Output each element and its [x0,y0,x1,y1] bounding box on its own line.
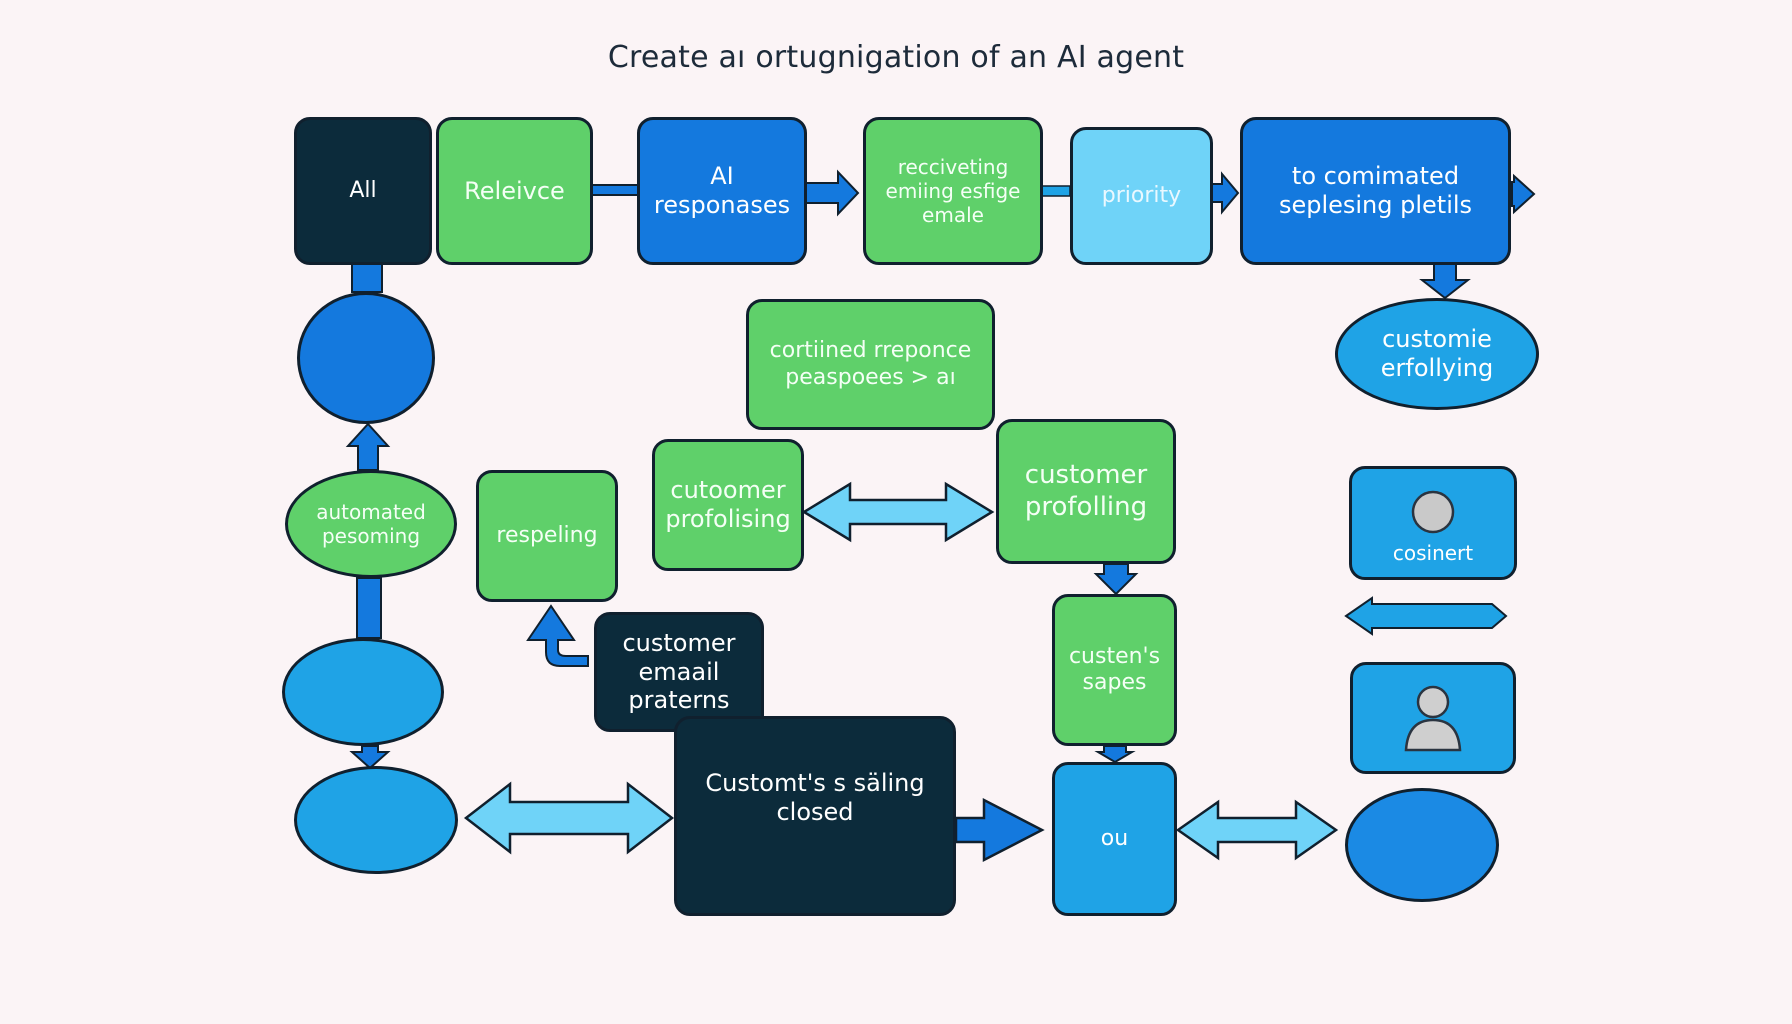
diagram-title: Create aı ortugnigation of an AI agent [607,40,1185,75]
node-blue-circle[interactable] [297,292,435,424]
node-receiving-email[interactable]: recciveting emiing esfige emale [863,117,1043,265]
node-person-card[interactable] [1350,662,1516,774]
arrow-closed-to-ou [954,797,1045,863]
node-oval-right-bottom[interactable] [1345,788,1499,902]
arrow-return-to-respeling [526,604,589,667]
double-arrow-oval-to-closed [463,781,675,855]
node-to-comimated[interactable]: to comimated seplesing pletils [1240,117,1511,265]
arrow-to-comimated-exit [1511,173,1536,215]
arrow-oval-to-oval [349,745,391,770]
arrow-priority-to-to-comimated [1211,171,1240,215]
node-ou[interactable]: ou [1052,762,1177,916]
node-automated-pesoming[interactable]: automated pesoming [285,470,457,578]
connector-all-to-circle [351,263,383,293]
node-respeling[interactable]: respeling [476,470,618,602]
arrow-profolling-to-sapes [1093,563,1139,596]
person-head-svg [1411,490,1455,534]
node-cutoomer-profolising[interactable]: cutoomer profolising [652,439,804,571]
node-cosinert[interactable]: cosinert [1349,466,1517,580]
node-customie-erfollying[interactable]: customie erfollying [1335,298,1539,410]
arrow-automated-to-circle [345,422,391,471]
double-arrow-between-person-cards [1344,596,1508,636]
node-confirmed-response[interactable]: cortiined rreponce peaspoees > aı [746,299,995,430]
node-customts-saling-closed[interactable]: Customt's s säling closed [674,716,956,916]
arrow-to-comimated-to-customie [1419,263,1471,300]
person-head-icon [1410,489,1456,535]
double-arrow-profolising-profolling [801,481,995,543]
node-ai-responses[interactable]: AI responases [637,117,807,265]
node-priority[interactable]: priority [1070,127,1213,265]
arrow-receiving-to-priority [1041,185,1071,197]
node-oval-left-bottom[interactable] [294,766,458,874]
node-customer-profolling[interactable]: customer profolling [996,419,1176,564]
connector-automated-to-oval [356,577,382,639]
arrow-sapes-to-ou [1094,745,1136,764]
node-all[interactable]: All [294,117,432,265]
node-custens-sapes[interactable]: custen's sapes [1052,594,1177,746]
double-arrow-ou-to-oval [1175,799,1339,861]
node-cosinert-label: cosinert [1392,541,1474,565]
user-avatar-icon [1400,682,1466,754]
arrow-ai-responses-to-receiving [805,169,860,217]
node-customer-email-praterns[interactable]: customer emaail prаterns [594,612,764,732]
user-avatar-svg [1404,685,1462,752]
node-oval-left-middle[interactable] [282,638,444,746]
node-releivce[interactable]: Releivce [436,117,593,265]
